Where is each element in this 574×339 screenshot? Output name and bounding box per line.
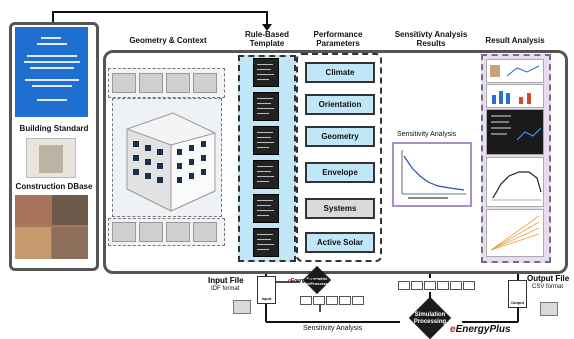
building-illustration bbox=[126, 112, 216, 212]
header-template-line2: Template bbox=[249, 39, 285, 48]
slot bbox=[463, 281, 475, 290]
energyplus-small-text: EnergyPlus bbox=[290, 278, 319, 284]
slot bbox=[313, 296, 325, 305]
template-item bbox=[253, 126, 279, 155]
header-performance-line1: Performance bbox=[313, 30, 363, 39]
energyplus-logo: eEnergyPlus bbox=[450, 324, 511, 335]
result-card bbox=[486, 59, 544, 83]
template-item bbox=[253, 92, 279, 121]
simulation-slots-left bbox=[300, 296, 364, 305]
param-envelope: Envelope bbox=[305, 162, 375, 183]
template-item bbox=[253, 58, 279, 87]
input-computer-icon bbox=[233, 300, 251, 314]
output-file-format: CSV format bbox=[532, 284, 564, 290]
slot bbox=[300, 296, 312, 305]
header-template: Rule-Based Template bbox=[236, 30, 298, 48]
simulation-label: Simulation Processing bbox=[400, 312, 460, 326]
input-file-icon-label: Input bbox=[261, 296, 272, 301]
thumbnail bbox=[139, 73, 163, 93]
building-standard-label: Building Standard bbox=[19, 124, 89, 133]
header-sensitivity-line1: Sensitivty Analysis bbox=[394, 30, 468, 39]
template-item bbox=[253, 228, 279, 257]
construction-dbase-label: Construction DBase bbox=[15, 182, 93, 191]
slot bbox=[352, 296, 364, 305]
input-file-title: Input File bbox=[208, 276, 244, 285]
building-model-image bbox=[112, 98, 222, 217]
slot bbox=[339, 296, 351, 305]
param-geometry: Geometry bbox=[305, 126, 375, 147]
preprocessor-label: Parametric PreProcessor bbox=[300, 276, 334, 286]
header-performance-line2: Parameters bbox=[316, 39, 360, 48]
slot bbox=[437, 281, 449, 290]
header-performance: Performance Parameters bbox=[300, 30, 376, 48]
input-file-format: IDF format bbox=[211, 286, 240, 292]
energyplus-small-logo: eEnergyPlus bbox=[288, 278, 319, 284]
header-geometry: Geometry & Context bbox=[129, 36, 207, 45]
param-orientation: Orientation bbox=[305, 94, 375, 115]
construction-photo bbox=[26, 138, 76, 178]
param-active-solar: Active Solar bbox=[305, 232, 375, 253]
result-card bbox=[486, 157, 544, 207]
thumbnail bbox=[193, 73, 217, 93]
rule-based-template-box bbox=[238, 55, 296, 262]
thumbnail bbox=[112, 222, 136, 242]
input-file-icon: Input bbox=[257, 276, 276, 304]
param-climate: Climate bbox=[305, 62, 375, 83]
sensitivity-curve bbox=[401, 150, 466, 199]
result-card bbox=[486, 209, 544, 257]
slot bbox=[411, 281, 423, 290]
energyplus-logo-text: EnergyPlus bbox=[455, 324, 511, 335]
slot bbox=[326, 296, 338, 305]
slot bbox=[424, 281, 436, 290]
result-card bbox=[486, 109, 544, 155]
thumbnail bbox=[166, 73, 190, 93]
preprocessor-line2: PreProcessor bbox=[303, 281, 330, 286]
standard-document-image bbox=[15, 27, 88, 117]
thumbnail bbox=[166, 222, 190, 242]
performance-parameters-box bbox=[296, 53, 382, 262]
header-sensitivity-line2: Results bbox=[416, 39, 446, 48]
template-item bbox=[253, 160, 279, 189]
simulation-line2: Processing bbox=[413, 319, 447, 325]
simulation-line1: Simulation bbox=[414, 312, 446, 318]
output-computer-icon bbox=[540, 302, 558, 316]
header-result: Result Analysis bbox=[485, 36, 545, 45]
construction-materials-photo bbox=[15, 195, 88, 259]
thumbnail bbox=[139, 222, 163, 242]
thumbnail bbox=[112, 73, 136, 93]
header-sensitivity: Sensitivty Analysis Results bbox=[383, 30, 479, 48]
output-file-icon-label: Output bbox=[510, 300, 525, 305]
template-item bbox=[253, 194, 279, 223]
sensitivity-results-chart bbox=[392, 142, 472, 207]
param-systems: Systems bbox=[305, 198, 375, 219]
simulation-slots-right bbox=[398, 281, 475, 290]
output-file-icon: Output bbox=[508, 280, 527, 308]
slot bbox=[398, 281, 410, 290]
thumbnail bbox=[193, 222, 217, 242]
sensitivity-panel-title: Sensitivity Analysis bbox=[397, 131, 457, 138]
output-file-title: Output File bbox=[527, 274, 570, 283]
result-card bbox=[486, 84, 544, 108]
bottom-sensitivity-label: Sensitivity Analysis bbox=[303, 325, 363, 332]
header-template-line1: Rule-Based bbox=[244, 30, 289, 39]
slot bbox=[450, 281, 462, 290]
preprocessor-line1: Parametric bbox=[306, 276, 328, 281]
